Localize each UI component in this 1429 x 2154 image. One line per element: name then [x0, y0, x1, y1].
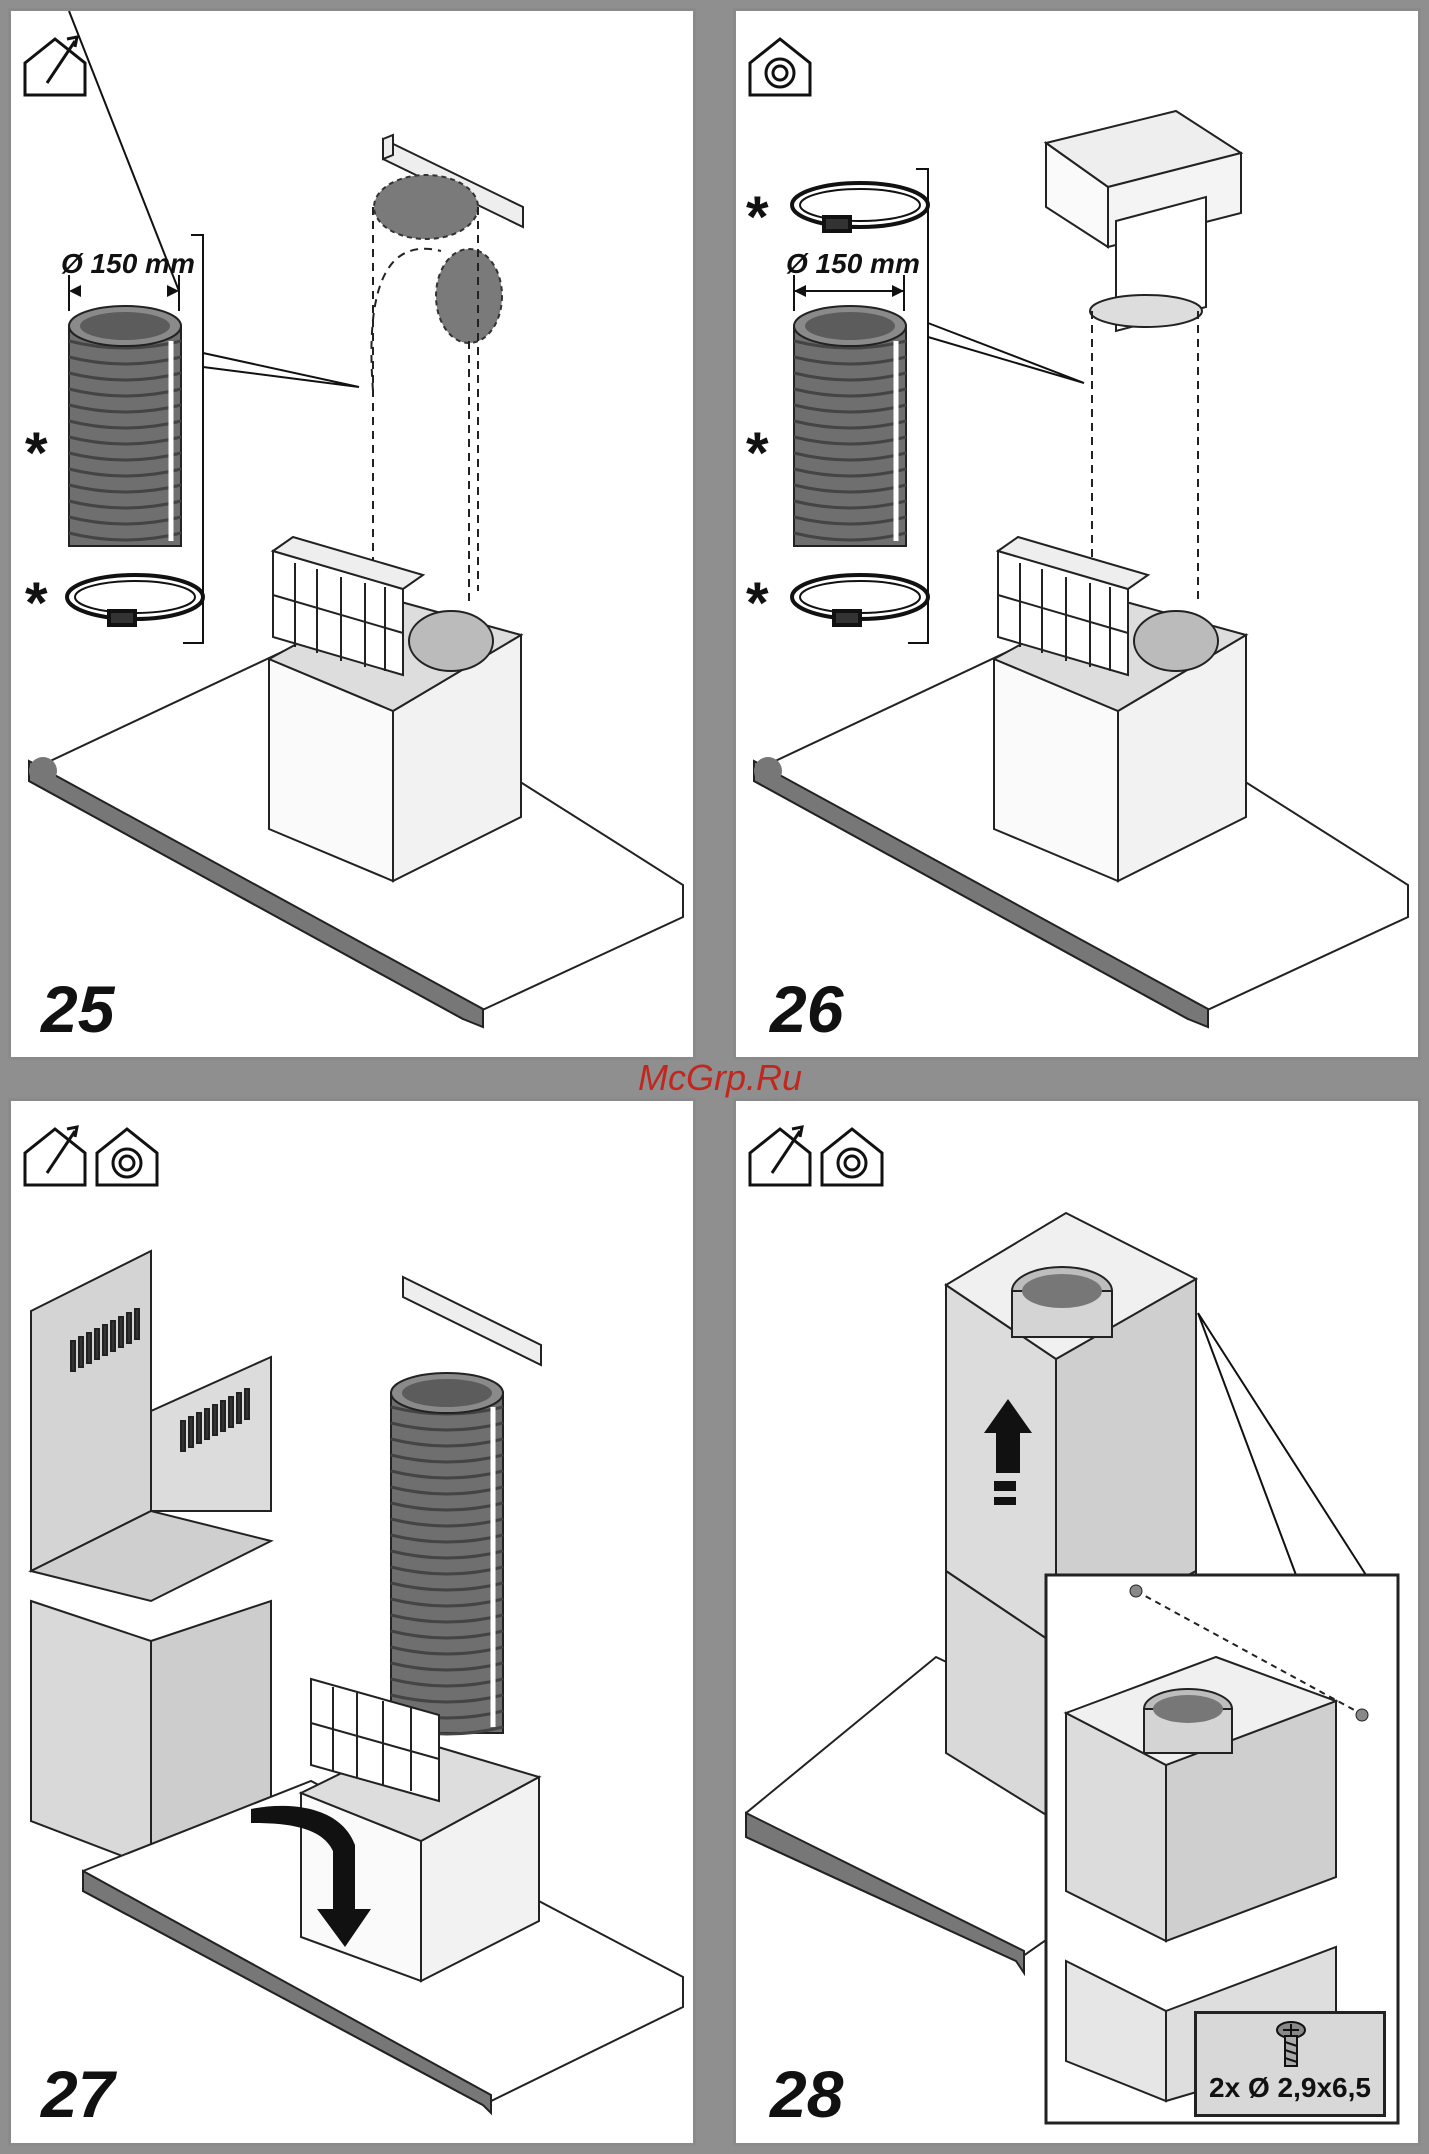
vent-slot [237, 1393, 241, 1423]
vent-slot [111, 1321, 115, 1351]
optional-asterisk: * [746, 185, 769, 250]
vent-slot [181, 1421, 185, 1451]
vent-slot [103, 1325, 107, 1355]
vent-slot [197, 1413, 201, 1443]
vent-slot [189, 1417, 193, 1447]
duct-collar [1012, 1267, 1112, 1337]
recirculation-house-icon [822, 1129, 882, 1185]
diameter-label: Ø 150 mm [61, 248, 195, 279]
step-27-panel: 27 [8, 1098, 696, 2146]
optional-asterisk: * [746, 421, 769, 486]
optional-asterisk: * [25, 421, 48, 486]
recirculation-house-icon [750, 39, 810, 95]
screw-spec-box: 2x Ø 2,9x6,5 [1194, 2011, 1386, 2117]
step-number: 25 [41, 976, 114, 1042]
step-28-illustration [736, 1101, 1421, 2146]
step-25-illustration: Ø 150 mm * * [11, 11, 696, 1060]
vent-slot [135, 1309, 139, 1339]
guide-lines [1092, 311, 1198, 601]
exhaust-house-icon [25, 1127, 85, 1185]
vent-slot [79, 1337, 83, 1367]
chimney-cover [31, 1251, 271, 1867]
hose-clamp [67, 575, 203, 625]
recirculation-unit [1046, 111, 1241, 331]
vent-slot [119, 1317, 123, 1347]
flexible-duct [391, 1373, 503, 1734]
vent-slot [221, 1401, 225, 1431]
vent-slot [71, 1341, 75, 1371]
wall-bracket [403, 1277, 541, 1365]
step-27-illustration [11, 1101, 696, 2146]
step-number: 26 [770, 976, 843, 1042]
vent-slot [127, 1313, 131, 1343]
screw-spec-label: 2x Ø 2,9x6,5 [1197, 2072, 1383, 2104]
vent-slot [205, 1409, 209, 1439]
duct-outlet-side [436, 249, 502, 343]
duct-outlet-top [374, 175, 478, 239]
step-26-illustration: * Ø 150 mm * * [736, 11, 1421, 1060]
flexible-duct [794, 306, 906, 546]
step-number: 27 [41, 2061, 114, 2127]
vent-slot [245, 1389, 249, 1419]
step-25-panel: Ø 150 mm * * [8, 8, 696, 1060]
exhaust-house-icon [750, 1127, 810, 1185]
recirculation-house-icon [97, 1129, 157, 1185]
screw-icon [1271, 2020, 1311, 2076]
vent-slot [213, 1405, 217, 1435]
hose-clamp [792, 575, 928, 625]
step-26-panel: * Ø 150 mm * * [733, 8, 1421, 1060]
vent-slot [229, 1397, 233, 1427]
optional-asterisk: * [25, 571, 48, 636]
vent-slot [87, 1333, 91, 1363]
hose-clamp [792, 183, 928, 231]
exhaust-house-icon [25, 37, 85, 95]
diameter-label: Ø 150 mm [786, 248, 920, 279]
step-number: 28 [770, 2061, 843, 2127]
watermark: McGrp.Ru [620, 1055, 820, 1101]
step-28-panel: 2x Ø 2,9x6,5 28 [733, 1098, 1421, 2146]
vent-slot [95, 1329, 99, 1359]
optional-asterisk: * [746, 571, 769, 636]
flexible-duct [69, 306, 181, 546]
